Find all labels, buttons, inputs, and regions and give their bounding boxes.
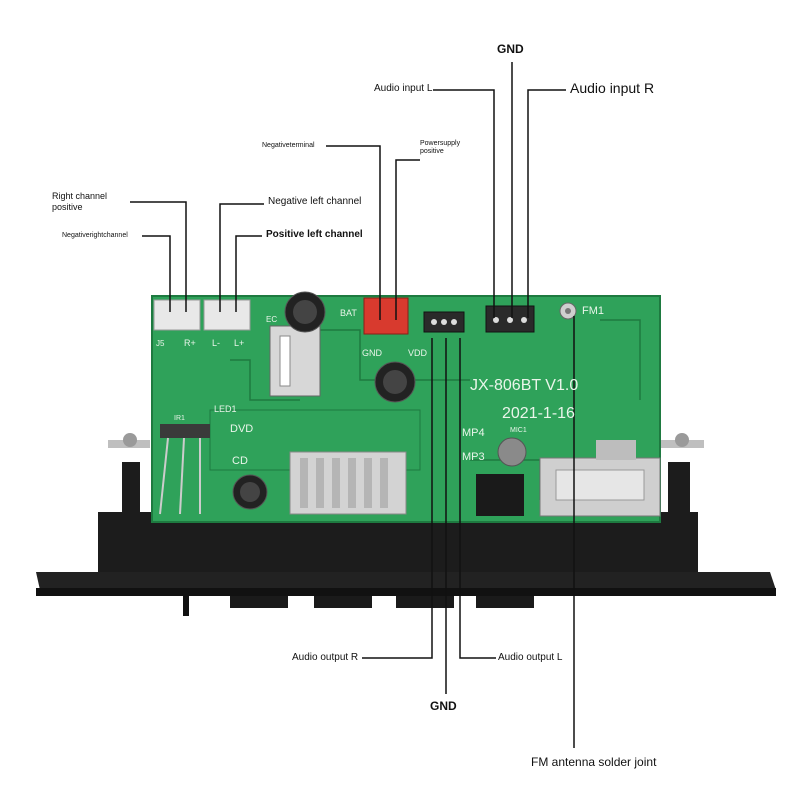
label-negative-terminal: Negativeterminal [262, 142, 315, 149]
board-r-plus-text: R+ [184, 338, 196, 348]
board-fm-text: FM1 [582, 305, 604, 317]
label-audio-output-r: Audio output R [292, 652, 359, 663]
label-gnd-top: GND [497, 42, 524, 56]
board-led-text: LED1 [214, 404, 237, 414]
board-vdd-text: VDD [408, 348, 428, 358]
label-gnd-bottom: GND [430, 699, 457, 713]
board-j5-text: J5 [156, 339, 165, 348]
label-power-supply-positive-line1: Powersupply [420, 140, 461, 147]
label-positive-left-channel: Positive left channel [266, 229, 363, 240]
components [159, 291, 661, 517]
board-gnd-text: GND [362, 348, 383, 358]
board-mp3-text: MP3 [462, 451, 485, 463]
board-cd-text: CD [232, 455, 248, 467]
board-silkscreen: JX-806BT V1.0 2021-1-16 FM1 BAT GND VDD … [156, 305, 604, 467]
board-mp4-text: MP4 [462, 427, 485, 439]
label-negative-right-channel: Negativerightchannel [62, 232, 128, 239]
label-audio-output-l: Audio output L [498, 652, 563, 663]
label-right-channel-positive-line2: positive [52, 202, 83, 212]
label-right-channel-positive-line1: Right channel [52, 191, 108, 201]
leader-lines [130, 62, 575, 748]
board-mic-text: MIC1 [510, 427, 527, 434]
board-model-text: JX-806BT V1.0 [470, 377, 578, 394]
board-l-plus-text: L+ [234, 338, 244, 348]
mounting-tabs [108, 433, 704, 448]
label-negative-left-channel: Negative left channel [268, 196, 362, 207]
board-date-text: 2021-1-16 [502, 405, 575, 422]
board-l-minus-text: L- [212, 338, 220, 348]
label-power-supply-positive-line2: positive [420, 148, 444, 155]
board-ec-text: EC [266, 315, 277, 324]
label-fm-antenna: FM antenna solder joint [531, 755, 657, 769]
board-dvd-text: DVD [230, 423, 253, 435]
board-bat-text: BAT [340, 308, 357, 318]
label-audio-input-l: Audio input L [374, 83, 433, 94]
board-ir-text: IR1 [174, 415, 185, 422]
label-audio-input-r: Audio input R [570, 80, 655, 96]
connectors [153, 297, 577, 335]
